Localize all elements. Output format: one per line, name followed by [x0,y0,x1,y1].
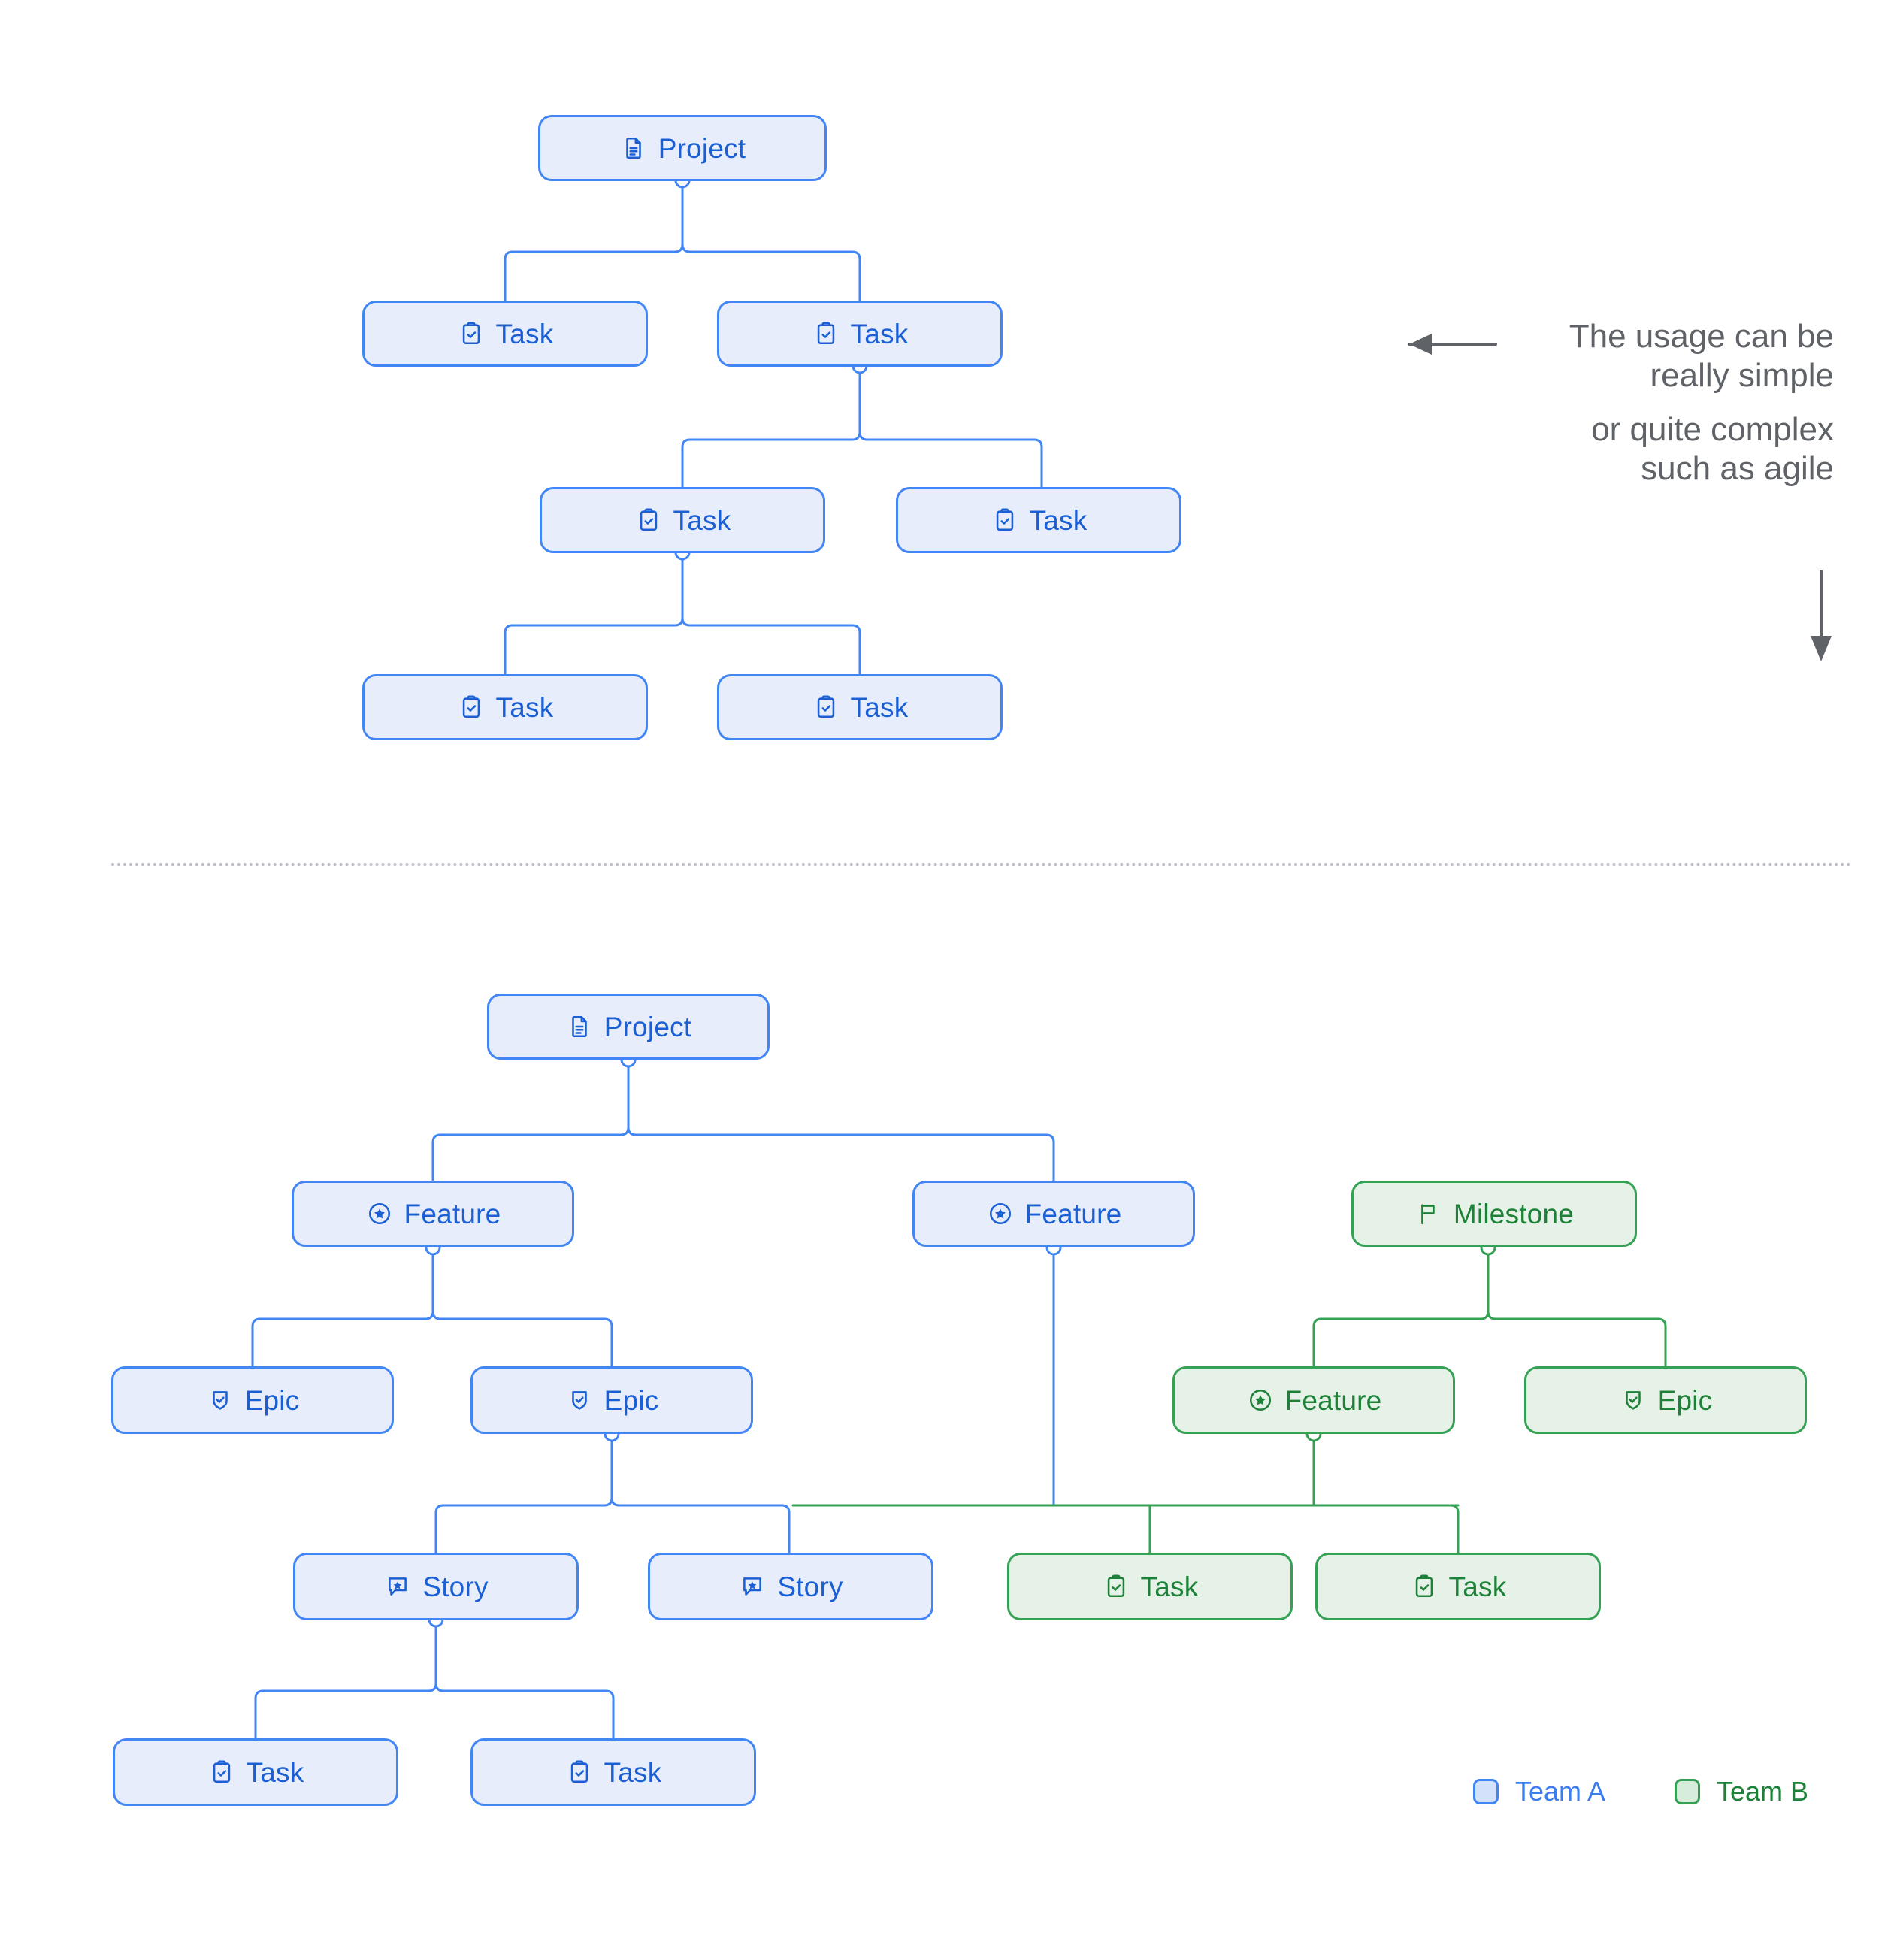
node-task-a13[interactable]: Task [470,1738,756,1806]
node-task-a12[interactable]: Task [113,1738,398,1806]
clipboard-check-icon [1410,1572,1439,1601]
edge-a0-children [431,1058,1055,1182]
annotation-line-1: The usage can be [1569,318,1834,355]
clipboard-check-icon [812,693,840,721]
flag-icon [1414,1199,1443,1228]
node-task-a11[interactable]: Task [1315,1553,1601,1620]
shield-check-icon [565,1386,594,1414]
node-label: Epic [244,1384,300,1416]
legend-swatch-team-b [1675,1779,1700,1804]
star-circle-icon [365,1199,394,1228]
edge-a3-children [1312,1246,1667,1368]
annotation-line-4: such as agile [1641,449,1834,487]
node-project-simple[interactable]: Project [538,115,827,181]
node-task-simple-6[interactable]: Task [717,674,1003,740]
node-label: Task [1140,1571,1199,1602]
section-divider [111,863,1852,866]
clipboard-check-icon [207,1758,236,1786]
node-label: Task [850,318,909,349]
annotation-line-2: really simple [1650,356,1834,394]
edge-a5-children [434,1432,791,1554]
star-circle-icon [986,1199,1015,1228]
node-label: Feature [404,1198,501,1230]
node-task-simple-2[interactable]: Task [717,301,1003,367]
node-label: Project [604,1011,692,1042]
clipboard-check-icon [565,1758,594,1786]
node-label: Task [246,1756,304,1788]
shield-check-icon [1619,1386,1647,1414]
annotation-line-3: or quite complex [1591,410,1834,448]
node-label: Project [658,132,746,164]
node-project-agile[interactable]: Project [487,994,770,1060]
legend-label-team-b: Team B [1717,1776,1809,1807]
bubble-star-icon [383,1572,412,1601]
edge-a8-children [254,1618,615,1740]
clipboard-check-icon [812,319,840,348]
shield-check-icon [206,1386,234,1414]
legend-swatch-team-a [1473,1779,1499,1804]
legend-label-team-a: Team A [1515,1776,1606,1807]
node-feature-a6[interactable]: Feature [1172,1366,1455,1434]
node-label: Task [495,318,554,349]
edge-s2-children [681,364,1043,488]
clipboard-check-icon [457,319,486,348]
node-label: Task [1029,504,1088,536]
arrow-down-icon [1811,570,1832,661]
bubble-star-icon [738,1572,767,1601]
node-label: Epic [1657,1384,1713,1416]
node-feature-a1[interactable]: Feature [292,1181,574,1247]
edge-a1-children [251,1246,613,1368]
node-label: Task [604,1756,662,1788]
node-label: Story [422,1571,489,1602]
edge-s0-children [504,179,861,302]
node-label: Milestone [1453,1198,1575,1230]
node-label: Task [850,691,909,723]
edge-s3-children [504,551,861,676]
node-story-a8[interactable]: Story [293,1553,579,1620]
node-label: Feature [1024,1198,1122,1230]
node-label: Epic [604,1384,659,1416]
legend-team-a: Team A [1473,1776,1605,1807]
node-feature-a2[interactable]: Feature [912,1181,1195,1247]
node-task-a10[interactable]: Task [1007,1553,1293,1620]
node-task-simple-4[interactable]: Task [896,487,1181,553]
annotation-spacer [1278,395,1834,410]
annotation-text: The usage can be really simple or quite … [1278,317,1834,488]
star-circle-icon [1246,1386,1275,1414]
node-milestone[interactable]: Milestone [1351,1181,1637,1247]
node-epic-a4[interactable]: Epic [111,1366,394,1434]
clipboard-check-icon [1102,1572,1130,1601]
connector-handles-agile [425,1051,1496,1628]
node-label: Task [673,504,731,536]
node-label: Task [495,691,554,723]
node-epic-a7[interactable]: Epic [1524,1366,1807,1434]
node-task-simple-5[interactable]: Task [362,674,648,740]
node-story-a9[interactable]: Story [648,1553,933,1620]
edge-green-bar [791,1504,1460,1554]
node-label: Feature [1284,1384,1382,1416]
clipboard-check-icon [457,693,486,721]
node-epic-a5[interactable]: Epic [470,1366,753,1434]
node-label: Task [1448,1571,1507,1602]
clipboard-check-icon [634,506,663,534]
document-icon [565,1012,594,1041]
node-label: Story [777,1571,843,1602]
legend-team-b: Team B [1675,1776,1808,1807]
document-icon [619,134,648,162]
clipboard-check-icon [991,506,1019,534]
node-task-simple-1[interactable]: Task [362,301,648,367]
node-task-simple-3[interactable]: Task [540,487,825,553]
